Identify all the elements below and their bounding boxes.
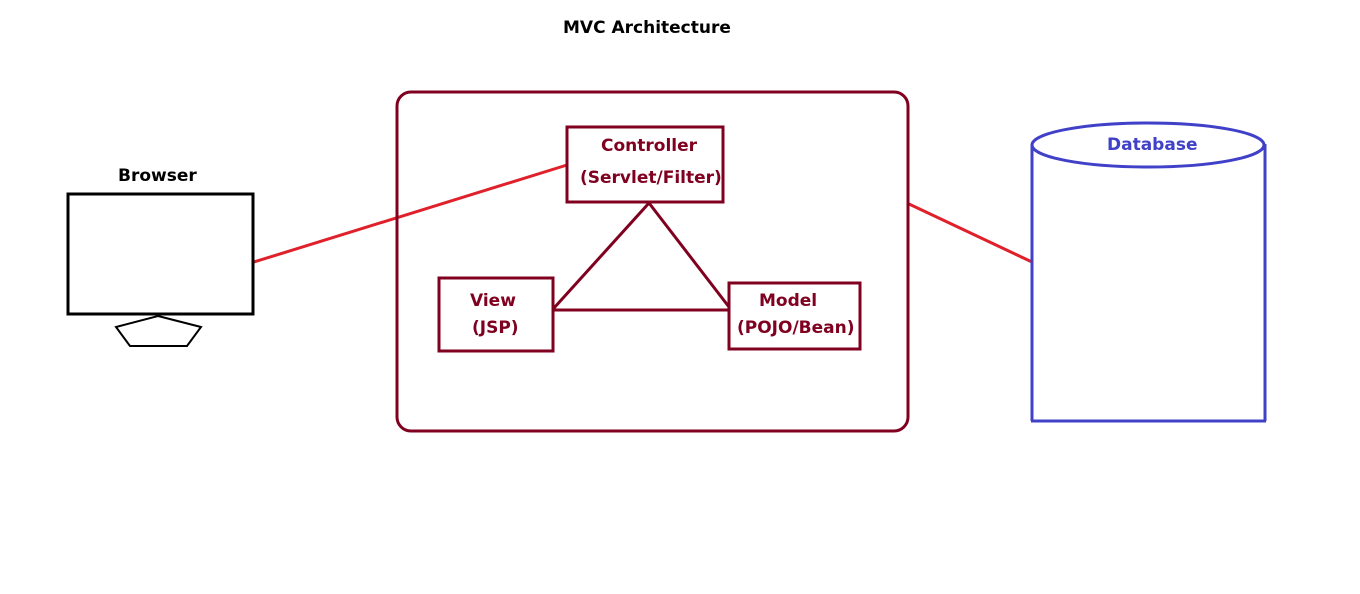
database-label: Database xyxy=(1107,135,1198,155)
controller-label: Controller xyxy=(601,136,698,156)
view-sublabel: (JSP) xyxy=(472,318,519,338)
browser-monitor-icon xyxy=(66,192,255,347)
mvc-container xyxy=(395,90,910,433)
monitor-screen xyxy=(66,192,255,316)
view-box xyxy=(437,276,555,353)
controller-sublabel: (Servlet/Filter) xyxy=(580,168,722,188)
controller-model-link xyxy=(647,202,731,308)
browser-label: Browser xyxy=(118,166,197,186)
controller-view-link xyxy=(552,201,651,310)
model-label: Model xyxy=(759,291,818,311)
model-box xyxy=(727,281,862,351)
model-sublabel: (POJO/Bean) xyxy=(737,318,855,338)
cylinder-top xyxy=(1030,121,1266,169)
view-label: View xyxy=(470,291,516,311)
controller-box xyxy=(565,125,725,204)
monitor-stand xyxy=(114,314,203,347)
diagram-title: MVC Architecture xyxy=(563,18,731,38)
mvc-database-connector xyxy=(908,202,1033,264)
database-cylinder-icon xyxy=(1030,121,1267,423)
browser-controller-connector xyxy=(253,163,568,264)
